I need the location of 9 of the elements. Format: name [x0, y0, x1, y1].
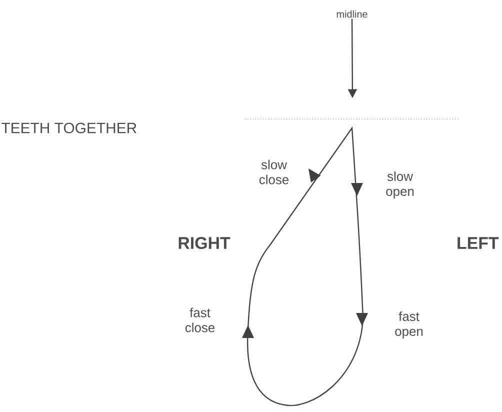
side-label: LEFT — [458, 237, 499, 249]
label-text: slow close — [259, 160, 289, 184]
label-text: TEETH TOGETHER — [2, 122, 136, 134]
side-label: RIGHT — [178, 237, 230, 249]
dotted-line — [244, 118, 460, 120]
label-text: slow open — [386, 172, 414, 199]
label-text: fast open — [395, 312, 423, 338]
label-text: fast close — [185, 308, 215, 332]
label-text: midline — [336, 10, 368, 18]
